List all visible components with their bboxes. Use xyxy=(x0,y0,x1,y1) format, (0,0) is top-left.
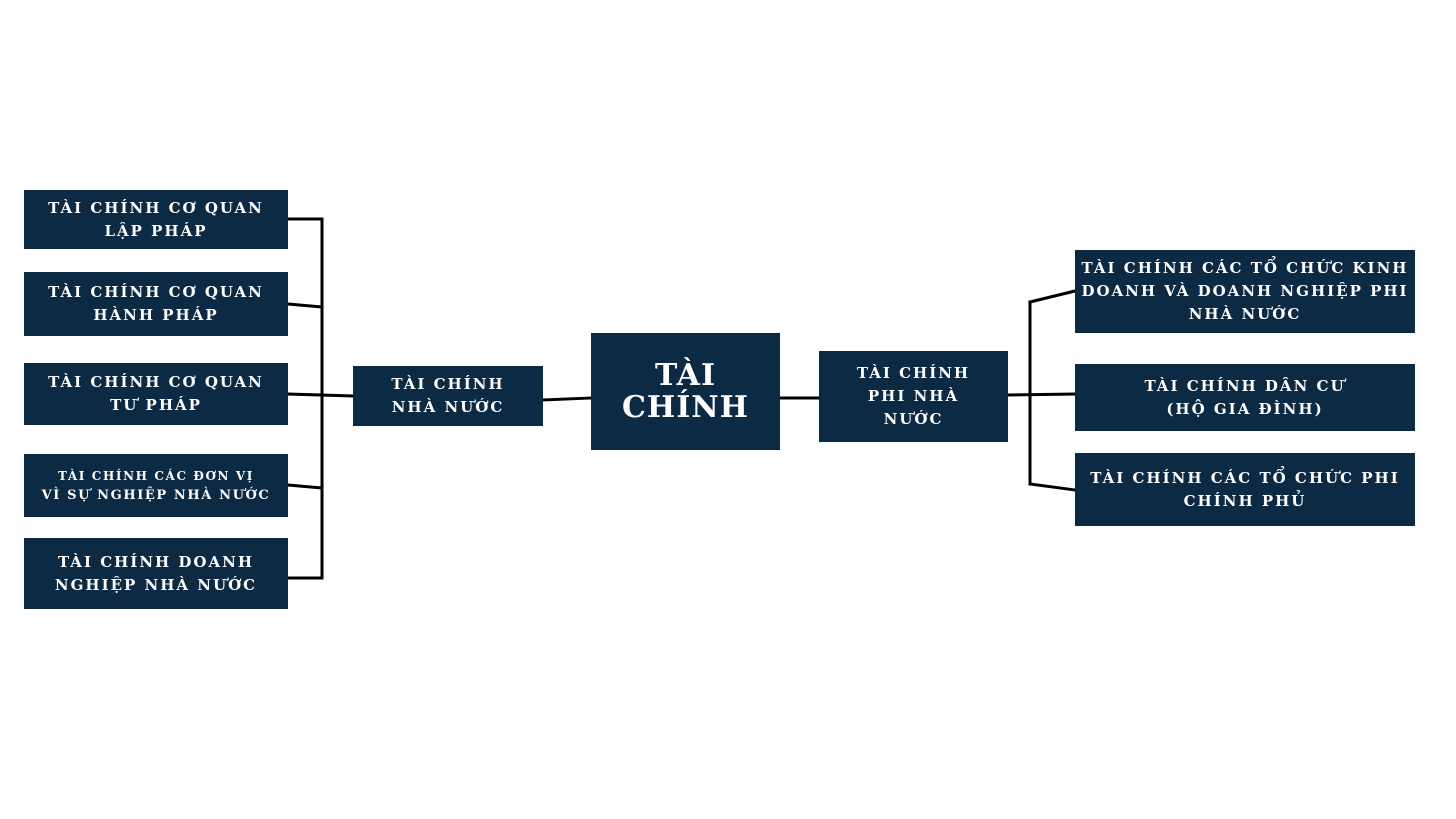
node-line: NƯỚC xyxy=(883,410,944,428)
node-state-finance: TÀI CHÍNH NHÀ NƯỚC xyxy=(353,366,543,426)
node-line: TÀI CHÍNH xyxy=(856,364,971,382)
node-line: NHÀ NƯỚC xyxy=(1188,305,1302,323)
node-ngo-finance: TÀI CHÍNH CÁC TỔ CHỨC PHI CHÍNH PHỦ xyxy=(1075,453,1415,526)
node-line: HÀNH PHÁP xyxy=(93,306,219,324)
node-line: TÀI CHÍNH CƠ QUAN xyxy=(48,373,264,391)
node-executive-finance: TÀI CHÍNH CƠ QUAN HÀNH PHÁP xyxy=(24,272,288,336)
node-line: TÀI CHÍNH DÂN CƯ xyxy=(1144,376,1346,395)
node-non-state-business-finance: TÀI CHÍNH CÁC TỔ CHỨC KINH DOANH VÀ DOAN… xyxy=(1075,250,1415,333)
node-line: TƯ PHÁP xyxy=(110,396,202,414)
node-line: TÀI CHÍNH CƠ QUAN xyxy=(48,283,264,301)
node-line: TÀI CHÍNH CÁC TỔ CHỨC KINH xyxy=(1081,259,1409,277)
node-line: TÀI CHÍNH xyxy=(391,375,505,393)
node-line: PHI NHÀ xyxy=(867,387,960,405)
node-state-enterprise-finance: TÀI CHÍNH DOANH NGHIỆP NHÀ NƯỚC xyxy=(24,538,288,609)
node-line: DOANH VÀ DOANH NGHIỆP PHI xyxy=(1081,282,1409,300)
node-line: VÌ SỰ NGHIỆP NHÀ NƯỚC xyxy=(41,487,271,503)
node-line: TÀI CHÍNH DOANH xyxy=(57,552,255,571)
node-line: NGHIỆP NHÀ NƯỚC xyxy=(54,575,258,594)
node-judicial-finance: TÀI CHÍNH CƠ QUAN TƯ PHÁP xyxy=(24,363,288,425)
node-line: TÀI CHÍNH CÁC ĐƠN VỊ xyxy=(58,468,254,483)
node-line: TÀI CHÍNH CƠ QUAN xyxy=(48,198,264,217)
node-line: LẬP PHÁP xyxy=(104,221,208,240)
node-line: CHÍNH PHỦ xyxy=(1183,491,1307,510)
node-line: TÀI xyxy=(655,357,716,393)
node-line: (HỘ GIA ĐÌNH) xyxy=(1166,399,1324,418)
node-line: NHÀ NƯỚC xyxy=(391,398,505,416)
node-line: CHÍNH xyxy=(621,389,750,425)
node-non-state-finance: TÀI CHÍNH PHI NHÀ NƯỚC xyxy=(819,351,1008,442)
node-household-finance: TÀI CHÍNH DÂN CƯ (HỘ GIA ĐÌNH) xyxy=(1075,364,1415,431)
node-legislative-finance: TÀI CHÍNH CƠ QUAN LẬP PHÁP xyxy=(24,190,288,249)
node-root-finance: TÀI CHÍNH xyxy=(591,333,780,450)
node-public-service-units-finance: TÀI CHÍNH CÁC ĐƠN VỊ VÌ SỰ NGHIỆP NHÀ NƯ… xyxy=(24,454,288,517)
node-line: TÀI CHÍNH CÁC TỔ CHỨC PHI xyxy=(1090,468,1400,487)
